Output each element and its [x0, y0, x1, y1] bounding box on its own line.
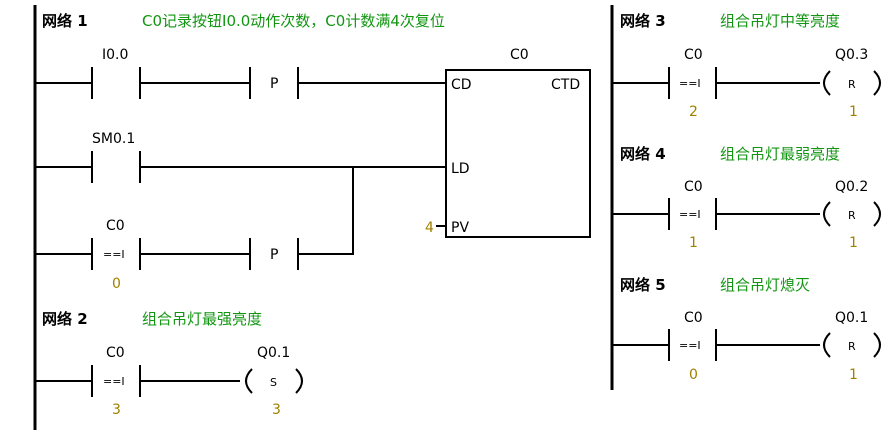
compare-c0-address: C0: [106, 345, 125, 361]
counter-pv-value: 4: [425, 220, 434, 236]
counter-input-cd: CD: [451, 77, 472, 93]
network-4-comment: 组合吊灯最弱亮度: [720, 145, 840, 163]
network-2-comment: 组合吊灯最强亮度: [142, 310, 262, 328]
compare-value: 0: [112, 276, 121, 292]
compare-op: ==I: [679, 339, 701, 352]
network-1: 网络 1 C0记录按钮I0.0动作次数，C0计数满4次复位 I0.0 P SM0…: [35, 12, 591, 292]
network-1-comment: C0记录按钮I0.0动作次数，C0计数满4次复位: [142, 12, 445, 30]
coil-address: Q0.3: [835, 47, 868, 63]
contact-i0-0-address: I0.0: [102, 47, 128, 63]
contact-sm0-1-address: SM0.1: [92, 131, 135, 147]
reset-coil-q0-2[interactable]: R: [823, 201, 881, 227]
coil-op: R: [848, 340, 856, 353]
network-3-label: 网络 3: [620, 12, 666, 30]
network-1-label: 网络 1: [42, 12, 88, 30]
edge-label-p: P: [270, 247, 278, 263]
compare-op: ==I: [103, 375, 125, 388]
coil-address: Q0.1: [257, 345, 290, 361]
counter-input-pv: PV: [451, 220, 469, 236]
compare-value: 1: [689, 235, 698, 251]
compare-op: ==I: [103, 248, 125, 261]
network-4: 网络 4 组合吊灯最弱亮度 C0 ==I 1 Q0.2 R 1: [612, 145, 881, 251]
compare-op: ==I: [679, 208, 701, 221]
reset-coil-q0-3[interactable]: R: [823, 70, 881, 96]
compare-c0-address: C0: [684, 310, 703, 326]
coil-value: 1: [849, 235, 858, 251]
coil-op: S: [270, 376, 277, 389]
compare-contact-c0-eq-2[interactable]: ==I: [612, 67, 717, 99]
coil-op: R: [848, 78, 856, 91]
coil-value: 1: [849, 104, 858, 120]
network-4-label: 网络 4: [620, 145, 666, 163]
compare-contact-c0-eq-1[interactable]: ==I: [612, 198, 717, 230]
network-5-comment: 组合吊灯熄灭: [720, 276, 810, 294]
coil-address: Q0.2: [835, 179, 868, 195]
network-5: 网络 5 组合吊灯熄灭 C0 ==I 0 Q0.1 R 1: [612, 276, 881, 383]
coil-op: R: [848, 209, 856, 222]
ctd-counter-box[interactable]: CD CTD LD PV: [445, 69, 591, 238]
positive-edge-detector-2[interactable]: P: [249, 238, 299, 270]
contact-sm0-1[interactable]: [35, 151, 141, 183]
compare-contact-c0-eq-0[interactable]: ==I: [612, 329, 717, 361]
network-3-comment: 组合吊灯中等亮度: [720, 12, 840, 30]
reset-coil-q0-1[interactable]: R: [823, 332, 881, 358]
compare-value: 3: [112, 402, 121, 418]
compare-value: 2: [689, 104, 698, 120]
wire-branch-join: [298, 167, 354, 255]
counter-name: C0: [510, 47, 529, 63]
network-2-label: 网络 2: [42, 310, 88, 328]
compare-contact-c0-eq-0[interactable]: ==I: [35, 238, 141, 270]
counter-type: CTD: [551, 77, 580, 93]
network-3: 网络 3 组合吊灯中等亮度 C0 ==I 2 Q0.3 R 1: [612, 12, 881, 120]
coil-value: 3: [272, 402, 281, 418]
compare-op: ==I: [679, 77, 701, 90]
set-coil-q0-1[interactable]: S: [245, 368, 303, 394]
edge-label-p: P: [270, 76, 278, 92]
compare-value: 0: [689, 367, 698, 383]
counter-input-ld: LD: [451, 161, 470, 177]
compare-c0-address: C0: [684, 47, 703, 63]
compare-c0-address: C0: [106, 218, 125, 234]
coil-value: 1: [849, 367, 858, 383]
network-5-label: 网络 5: [620, 276, 666, 294]
coil-address: Q0.1: [835, 310, 868, 326]
positive-edge-detector-1[interactable]: P: [249, 67, 299, 99]
contact-i0-0[interactable]: [35, 67, 141, 99]
compare-c0-address: C0: [684, 179, 703, 195]
network-2: 网络 2 组合吊灯最强亮度 C0 ==I 3 Q0.1 S 3: [35, 310, 303, 418]
compare-contact-c0-eq-3[interactable]: ==I: [35, 365, 141, 397]
